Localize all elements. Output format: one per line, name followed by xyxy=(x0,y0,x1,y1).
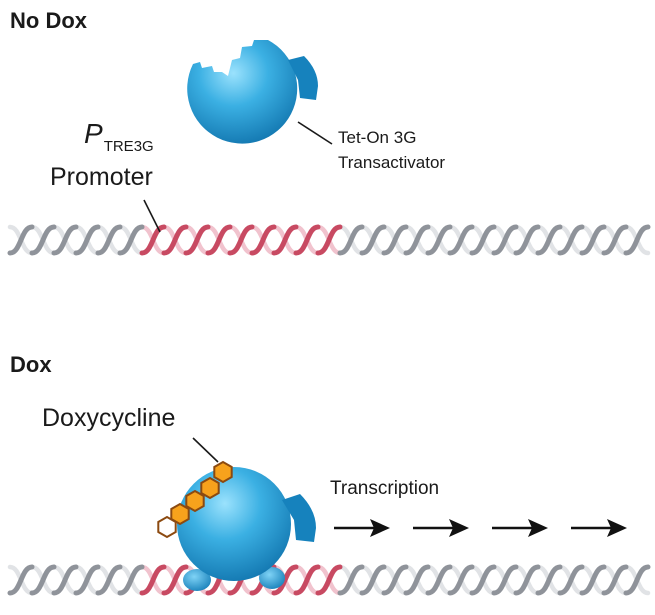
tet-on-3g-transactivator-top xyxy=(187,40,318,144)
dna-strand-segment xyxy=(557,224,585,256)
dna-strand-segment xyxy=(73,564,101,596)
promoter-strand-segment xyxy=(315,224,343,256)
doxycycline-ring xyxy=(200,476,220,500)
promoter-symbol: P xyxy=(84,118,103,149)
promoter-strand-segment xyxy=(183,224,211,256)
promoter-leader-line xyxy=(143,199,161,233)
promoter-strand-segment xyxy=(161,564,189,596)
dna-helix-bottom xyxy=(7,564,651,596)
transactivator-label-line1: Tet-On 3G xyxy=(338,128,417,147)
panel-title-no-dox: No Dox xyxy=(10,8,87,33)
dna-strand-segment xyxy=(601,564,629,596)
doxycycline-label: Doxycycline xyxy=(42,404,176,432)
promoter-subscript: TRE3G xyxy=(103,138,154,155)
dna-strand-segment xyxy=(95,224,123,256)
dna-strand-segment xyxy=(51,224,79,256)
transactivator-body-bound xyxy=(177,467,291,581)
dna-strand-segment xyxy=(337,224,365,256)
transactivator-label-line2: Transactivator xyxy=(338,153,446,172)
dna-strand-segment xyxy=(513,224,541,256)
tet-on-3g-transactivator-bottom xyxy=(177,467,316,591)
dna-strand-segment xyxy=(425,564,453,596)
dna-strand-segment xyxy=(447,224,475,256)
doxycycline-ring xyxy=(170,502,190,526)
dna-strand-segment xyxy=(359,564,387,596)
dna-strand-segment xyxy=(491,224,519,256)
transcription-arrow-head xyxy=(607,519,627,537)
doxycycline-molecule xyxy=(157,437,233,539)
transactivator-leader-line xyxy=(297,121,333,145)
dna-strand-segment xyxy=(73,224,101,256)
promoter-strand-segment xyxy=(293,564,321,596)
promoter-strand-segment xyxy=(161,224,189,256)
doxycycline-ring xyxy=(185,489,205,513)
doxycycline-leader-line xyxy=(192,437,219,463)
promoter-symbol-label: PTRE3G xyxy=(84,118,154,155)
dna-strand-segment xyxy=(29,224,57,256)
dna-strand-segment xyxy=(469,224,497,256)
dna-strand-segment xyxy=(337,564,365,596)
promoter-strand-segment xyxy=(139,224,167,256)
promoter-label: Promoter xyxy=(50,163,153,191)
dna-strand-segment xyxy=(579,564,607,596)
dna-strand-segment xyxy=(117,224,145,256)
promoter-strand-segment xyxy=(227,224,255,256)
promoter-strand-segment xyxy=(205,224,233,256)
dna-strand-segment xyxy=(425,224,453,256)
dna-strand-segment xyxy=(623,564,651,596)
dna-strand-segment xyxy=(535,224,563,256)
dna-strand-segment xyxy=(403,564,431,596)
promoter-strand-segment xyxy=(249,224,277,256)
dna-strand-segment xyxy=(557,564,585,596)
transactivator-body xyxy=(187,40,298,144)
transactivator-domain-bound xyxy=(282,494,316,542)
promoter-strand-segment xyxy=(271,564,299,596)
dna-binding-lobe-left xyxy=(183,569,211,591)
dna-strand-segment xyxy=(623,224,651,256)
transcription-label: Transcription xyxy=(330,478,440,499)
dna-strand-segment xyxy=(403,224,431,256)
transcription-arrow-head xyxy=(528,519,548,537)
transactivator-domain xyxy=(288,56,318,100)
dna-strand-segment xyxy=(7,224,35,256)
dna-helix-top xyxy=(7,224,651,256)
dna-strand-segment xyxy=(491,564,519,596)
promoter-strand-segment xyxy=(139,564,167,596)
dna-strand-segment xyxy=(381,564,409,596)
dna-strand-segment xyxy=(117,564,145,596)
panel-title-dox: Dox xyxy=(10,352,52,377)
promoter-strand-segment xyxy=(271,224,299,256)
promoter-strand-segment xyxy=(293,224,321,256)
dna-strand-segment xyxy=(29,564,57,596)
transcription-arrow-head xyxy=(370,519,390,537)
dna-strand-segment xyxy=(95,564,123,596)
dna-strand-segment xyxy=(513,564,541,596)
dna-binding-lobe-right xyxy=(259,567,285,589)
doxycycline-ring xyxy=(157,515,177,539)
dna-strand-segment xyxy=(469,564,497,596)
dna-strand-segment xyxy=(579,224,607,256)
doxycycline-ring xyxy=(213,460,233,484)
transcription-arrow-head xyxy=(449,519,469,537)
dna-strand-segment xyxy=(447,564,475,596)
transcription-arrows xyxy=(334,519,627,537)
dna-strand-segment xyxy=(7,564,35,596)
dna-strand-segment xyxy=(359,224,387,256)
dna-strand-segment xyxy=(51,564,79,596)
promoter-strand-segment xyxy=(315,564,343,596)
dna-strand-segment xyxy=(601,224,629,256)
dna-strand-segment xyxy=(535,564,563,596)
dna-strand-segment xyxy=(381,224,409,256)
